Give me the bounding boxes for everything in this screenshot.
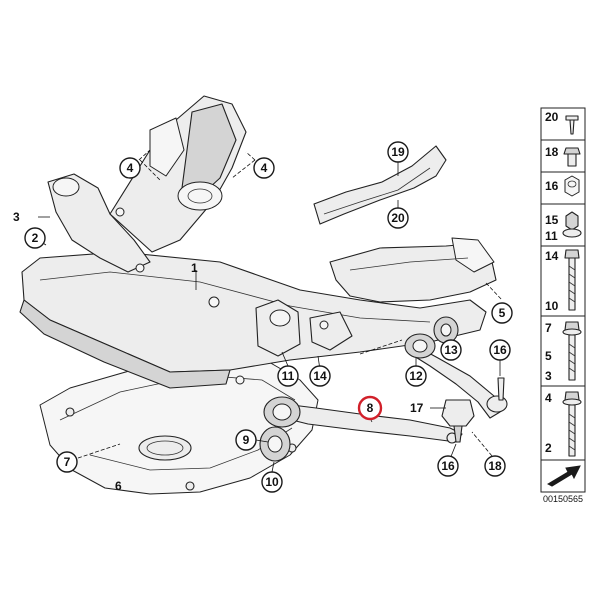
control-arm-part bbox=[263, 396, 463, 444]
hex-bolt-icon bbox=[563, 147, 581, 167]
panel-label-11: 11 bbox=[545, 229, 558, 243]
callout-18[interactable]: 18 bbox=[484, 455, 506, 477]
wishbone-arm-part bbox=[404, 333, 508, 419]
callout-4-right[interactable]: 4 bbox=[253, 157, 275, 179]
panel-label-3: 3 bbox=[545, 369, 552, 383]
callout-16-upper[interactable]: 16 bbox=[489, 339, 511, 361]
rubber-bushing-part bbox=[259, 316, 459, 462]
callout-10[interactable]: 10 bbox=[261, 471, 283, 493]
svg-text:4: 4 bbox=[261, 161, 268, 175]
direction-arrow-icon bbox=[546, 465, 581, 487]
callout-16-lower[interactable]: 16 bbox=[437, 455, 459, 477]
svg-text:7: 7 bbox=[64, 455, 71, 469]
svg-text:8: 8 bbox=[367, 401, 374, 415]
callout-4-left[interactable]: 4 bbox=[119, 157, 141, 179]
front-subframe-part bbox=[19, 95, 497, 389]
callout-7[interactable]: 7 bbox=[56, 451, 78, 473]
svg-text:12: 12 bbox=[409, 369, 423, 383]
ball-joint-part bbox=[441, 377, 505, 443]
callout-12[interactable]: 12 bbox=[405, 365, 427, 387]
part-label-3: 3 bbox=[13, 210, 20, 224]
panel-label-20: 20 bbox=[545, 110, 559, 124]
panel-label-16: 16 bbox=[545, 179, 559, 193]
panel-label-10: 10 bbox=[545, 299, 559, 313]
svg-text:2: 2 bbox=[32, 231, 39, 245]
svg-text:19: 19 bbox=[391, 145, 405, 159]
callout-19[interactable]: 19 bbox=[387, 141, 409, 163]
panel-label-18: 18 bbox=[545, 145, 559, 159]
callout-14[interactable]: 14 bbox=[309, 365, 331, 387]
underbody-shield-part bbox=[39, 351, 319, 495]
flange-bolt-icon bbox=[562, 321, 582, 381]
part-label-1: 1 bbox=[191, 261, 198, 275]
svg-text:11: 11 bbox=[282, 369, 295, 383]
svg-text:13: 13 bbox=[444, 343, 458, 357]
callout-9[interactable]: 9 bbox=[235, 429, 257, 451]
callout-5[interactable]: 5 bbox=[491, 302, 513, 324]
panel-label-2: 2 bbox=[545, 441, 552, 455]
svg-text:9: 9 bbox=[243, 433, 250, 447]
panel-label-7: 7 bbox=[545, 321, 552, 335]
heat-shield-part bbox=[313, 145, 447, 225]
long-flange-bolt-icon bbox=[562, 391, 582, 457]
panel-label-4: 4 bbox=[545, 391, 552, 405]
callout-11[interactable]: 11 bbox=[277, 365, 299, 387]
svg-text:14: 14 bbox=[313, 369, 327, 383]
panel-label-15: 15 bbox=[545, 213, 559, 227]
svg-text:5: 5 bbox=[499, 306, 506, 320]
bolt-small-icon bbox=[565, 115, 579, 135]
svg-text:10: 10 bbox=[265, 475, 279, 489]
panel-label-5: 5 bbox=[545, 349, 552, 363]
part-label-17: 17 bbox=[410, 401, 424, 415]
hex-nut-icon bbox=[564, 175, 580, 197]
flange-nut-icon bbox=[562, 211, 582, 238]
leader-lines bbox=[34, 149, 503, 473]
callout-2[interactable]: 2 bbox=[24, 227, 46, 249]
svg-text:18: 18 bbox=[488, 459, 502, 473]
svg-text:4: 4 bbox=[127, 161, 134, 175]
callout-8-highlighted[interactable]: 8 bbox=[357, 395, 383, 421]
svg-text:16: 16 bbox=[493, 343, 507, 357]
part-label-6: 6 bbox=[115, 479, 122, 493]
diagram-reference-number: 00150565 bbox=[543, 494, 583, 504]
callout-13[interactable]: 13 bbox=[440, 339, 462, 361]
parts-panel: 20 18 16 15 11 14 10 bbox=[540, 107, 586, 493]
svg-text:16: 16 bbox=[441, 459, 455, 473]
long-bolt-icon bbox=[564, 249, 580, 311]
panel-label-14: 14 bbox=[545, 249, 559, 263]
svg-text:20: 20 bbox=[391, 211, 405, 225]
callout-20[interactable]: 20 bbox=[387, 207, 409, 229]
